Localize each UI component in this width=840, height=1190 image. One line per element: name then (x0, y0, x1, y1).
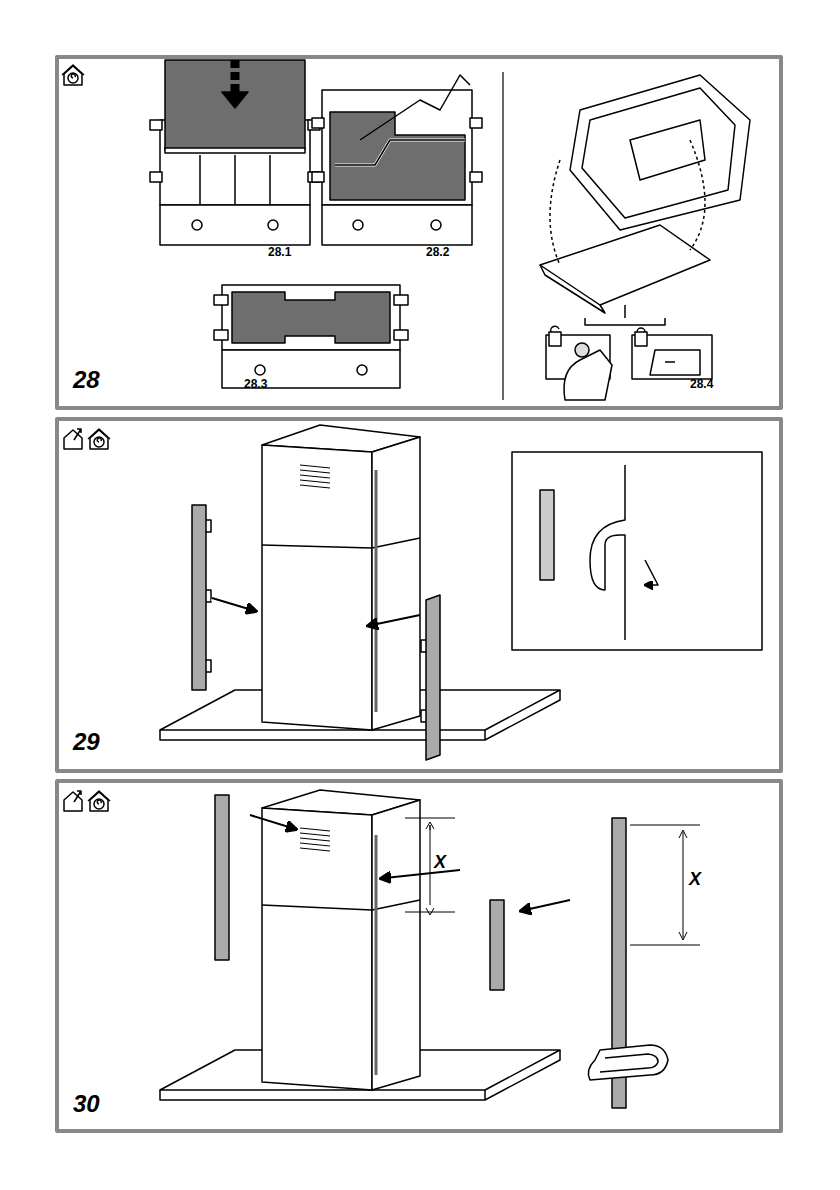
figure-number: 28.3 (244, 378, 267, 390)
figure-number: 30 (73, 1092, 100, 1116)
recirculation-icon (62, 65, 84, 85)
figure-number: 28.4 (690, 378, 713, 390)
filter-frame (150, 60, 320, 245)
figure-number: 28 (73, 368, 100, 392)
recirculation-icon (88, 791, 110, 811)
extraction-icon (64, 429, 82, 449)
figure-number: 28.1 (268, 246, 291, 258)
hood-chimney (160, 790, 700, 1108)
figure-number: 29 (73, 730, 100, 754)
panel-frame (57, 57, 781, 1131)
hood-chimney (160, 425, 762, 760)
filter-frame (312, 75, 482, 245)
figure-number: 28.2 (426, 246, 449, 258)
recirculation-icon (88, 429, 110, 449)
extraction-icon (64, 791, 82, 811)
filter-frame (214, 285, 408, 388)
dimension-label: X (689, 870, 701, 888)
hood-bottom (540, 75, 750, 400)
dimension-label: X (434, 853, 446, 871)
